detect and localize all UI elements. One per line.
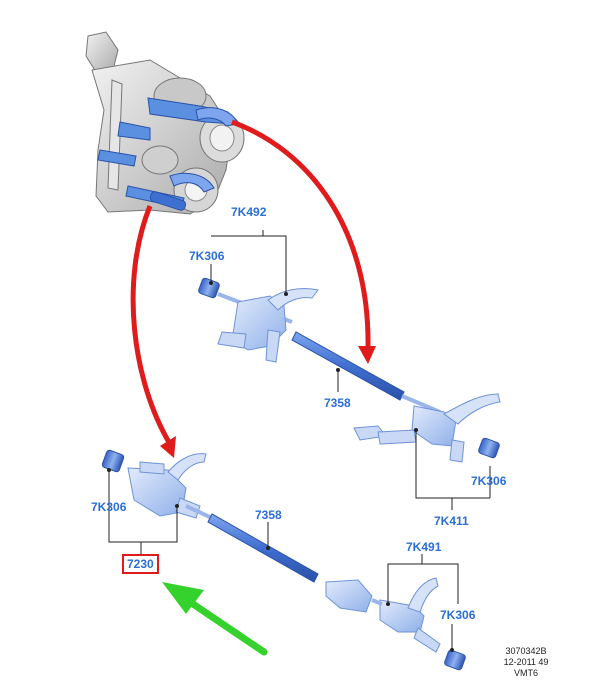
label-7k306-top-left: 7K306 — [189, 249, 225, 263]
label-7k492: 7K492 — [231, 205, 267, 219]
red-arrows — [130, 119, 376, 458]
label-7358-top: 7358 — [324, 396, 351, 410]
lower-rail-assembly — [101, 449, 466, 671]
pad-top-left — [198, 277, 220, 299]
label-7k491: 7K491 — [406, 540, 442, 554]
label-7k306-top-right: 7K306 — [471, 474, 507, 488]
fork-7230-shape — [127, 453, 207, 519]
pad-bottom-left — [101, 449, 125, 473]
pad-bottom-right — [444, 649, 466, 671]
label-7k306-bottom-left: 7K306 — [91, 500, 127, 514]
label-7230-highlighted: 7230 — [122, 554, 159, 574]
reference-model: VMT6 — [513, 668, 538, 678]
rail-bottom — [207, 513, 319, 583]
rail-top — [291, 331, 405, 401]
reference-date: 12-2011 49 — [503, 657, 549, 667]
fork-7k492-shape — [217, 287, 319, 363]
fork-7k411-shape — [353, 393, 501, 463]
green-arrow — [162, 582, 268, 656]
label-7k411: 7K411 — [434, 514, 469, 528]
reference-code: 3070342B — [505, 646, 547, 656]
reference-block: 3070342B 12-2011 49 VMT6 — [496, 646, 556, 679]
upper-rail-assembly — [198, 277, 501, 463]
leader-lines — [107, 230, 491, 652]
fork-7k491-shape — [325, 577, 441, 653]
pad-top-right — [478, 437, 500, 459]
label-7k306-bottom-right: 7K306 — [440, 608, 476, 622]
label-7358-bottom: 7358 — [255, 508, 282, 522]
gearbox-assembly — [85, 31, 245, 215]
